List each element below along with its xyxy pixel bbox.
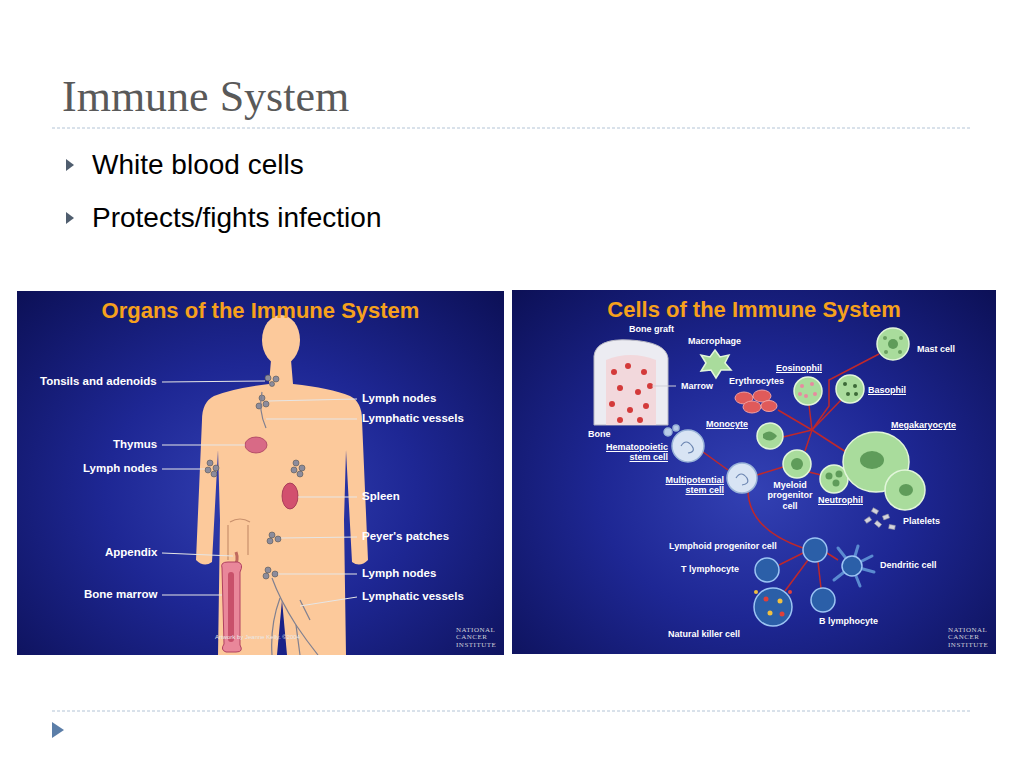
cell-label: Monocyte xyxy=(706,419,748,429)
lymphatic-vessels xyxy=(261,392,318,655)
organ-label: Tonsils and adenoids xyxy=(40,375,157,388)
cell-label: Myeloid progenitor cell xyxy=(764,480,816,511)
spleen xyxy=(282,483,298,509)
cell-label: Megakaryocyte xyxy=(891,420,956,430)
organ-label: Lymphatic vessels xyxy=(362,590,464,603)
cell-label: Bone xyxy=(588,429,611,439)
bullet-text: Protects/fights infection xyxy=(92,202,381,234)
watermark: NATIONAL CANCER INSTITUTE xyxy=(456,627,496,649)
cell-label: Natural killer cell xyxy=(668,629,740,639)
cell-label: Eosinophil xyxy=(776,363,822,373)
slide-title: Immune System xyxy=(62,75,349,119)
organ-label: Peyer's patches xyxy=(362,530,449,543)
bone-graft xyxy=(594,340,676,425)
cell-label: Marrow xyxy=(681,381,713,391)
organ-label: Lymph nodes xyxy=(362,567,436,580)
erythrocytes xyxy=(735,390,777,413)
organ-label: Lymph nodes xyxy=(362,392,436,405)
lymphoid-cells xyxy=(754,538,835,626)
image-panel: Organs of the Immune SystemTonsils and a… xyxy=(17,291,504,655)
cell-label: T lymphocyte xyxy=(681,564,739,574)
cell-label: Erythrocytes xyxy=(729,376,784,386)
cell-label: Hematopoietic stem cell xyxy=(596,442,668,463)
bullet-markers xyxy=(66,159,74,224)
thymus xyxy=(245,437,267,453)
organ-label: Appendix xyxy=(105,546,157,559)
cell-label: Basophil xyxy=(868,385,906,395)
intestine-outline xyxy=(228,519,250,560)
cell-label: Platelets xyxy=(903,516,940,526)
image-panel: Cells of the Immune SystemBone graftMacr… xyxy=(512,290,996,654)
bullet-text: White blood cells xyxy=(92,149,304,181)
organ-label: Bone marrow xyxy=(84,588,158,601)
artwork-credit: Artwork by Jeanne Kelly. ©2004 xyxy=(215,634,300,641)
organ-label: Spleen xyxy=(362,490,400,503)
dendritic-cell xyxy=(834,546,874,586)
lymph-node-clusters xyxy=(205,375,305,579)
watermark: NATIONAL CANCER INSTITUTE xyxy=(948,627,988,649)
organ-label: Thymus xyxy=(113,438,157,451)
myeloid-cells xyxy=(701,328,925,510)
panel-heading: Organs of the Immune System xyxy=(17,298,504,323)
cell-label: Neutrophil xyxy=(818,495,863,505)
panel-heading: Cells of the Immune System xyxy=(512,297,996,322)
cell-label: Dendritic cell xyxy=(880,560,937,570)
platelets xyxy=(864,508,895,530)
cell-label: Macrophage xyxy=(688,336,741,346)
cell-label: Bone graft xyxy=(629,324,674,334)
cell-nuclei xyxy=(763,339,913,496)
cell-label: Multipotential stem cell xyxy=(648,475,724,496)
nk-granules xyxy=(754,590,792,617)
nav-triangle xyxy=(52,722,64,738)
cell-label: Mast cell xyxy=(917,344,955,354)
cell-label: B lymphocyte xyxy=(819,616,878,626)
cell-label: Lymphoid progenitor cell xyxy=(669,541,777,551)
leader-lines xyxy=(162,381,357,606)
body-silhouette xyxy=(196,315,368,655)
organ-label: Lymph nodes xyxy=(83,462,157,475)
organ-label: Lymphatic vessels xyxy=(362,412,464,425)
